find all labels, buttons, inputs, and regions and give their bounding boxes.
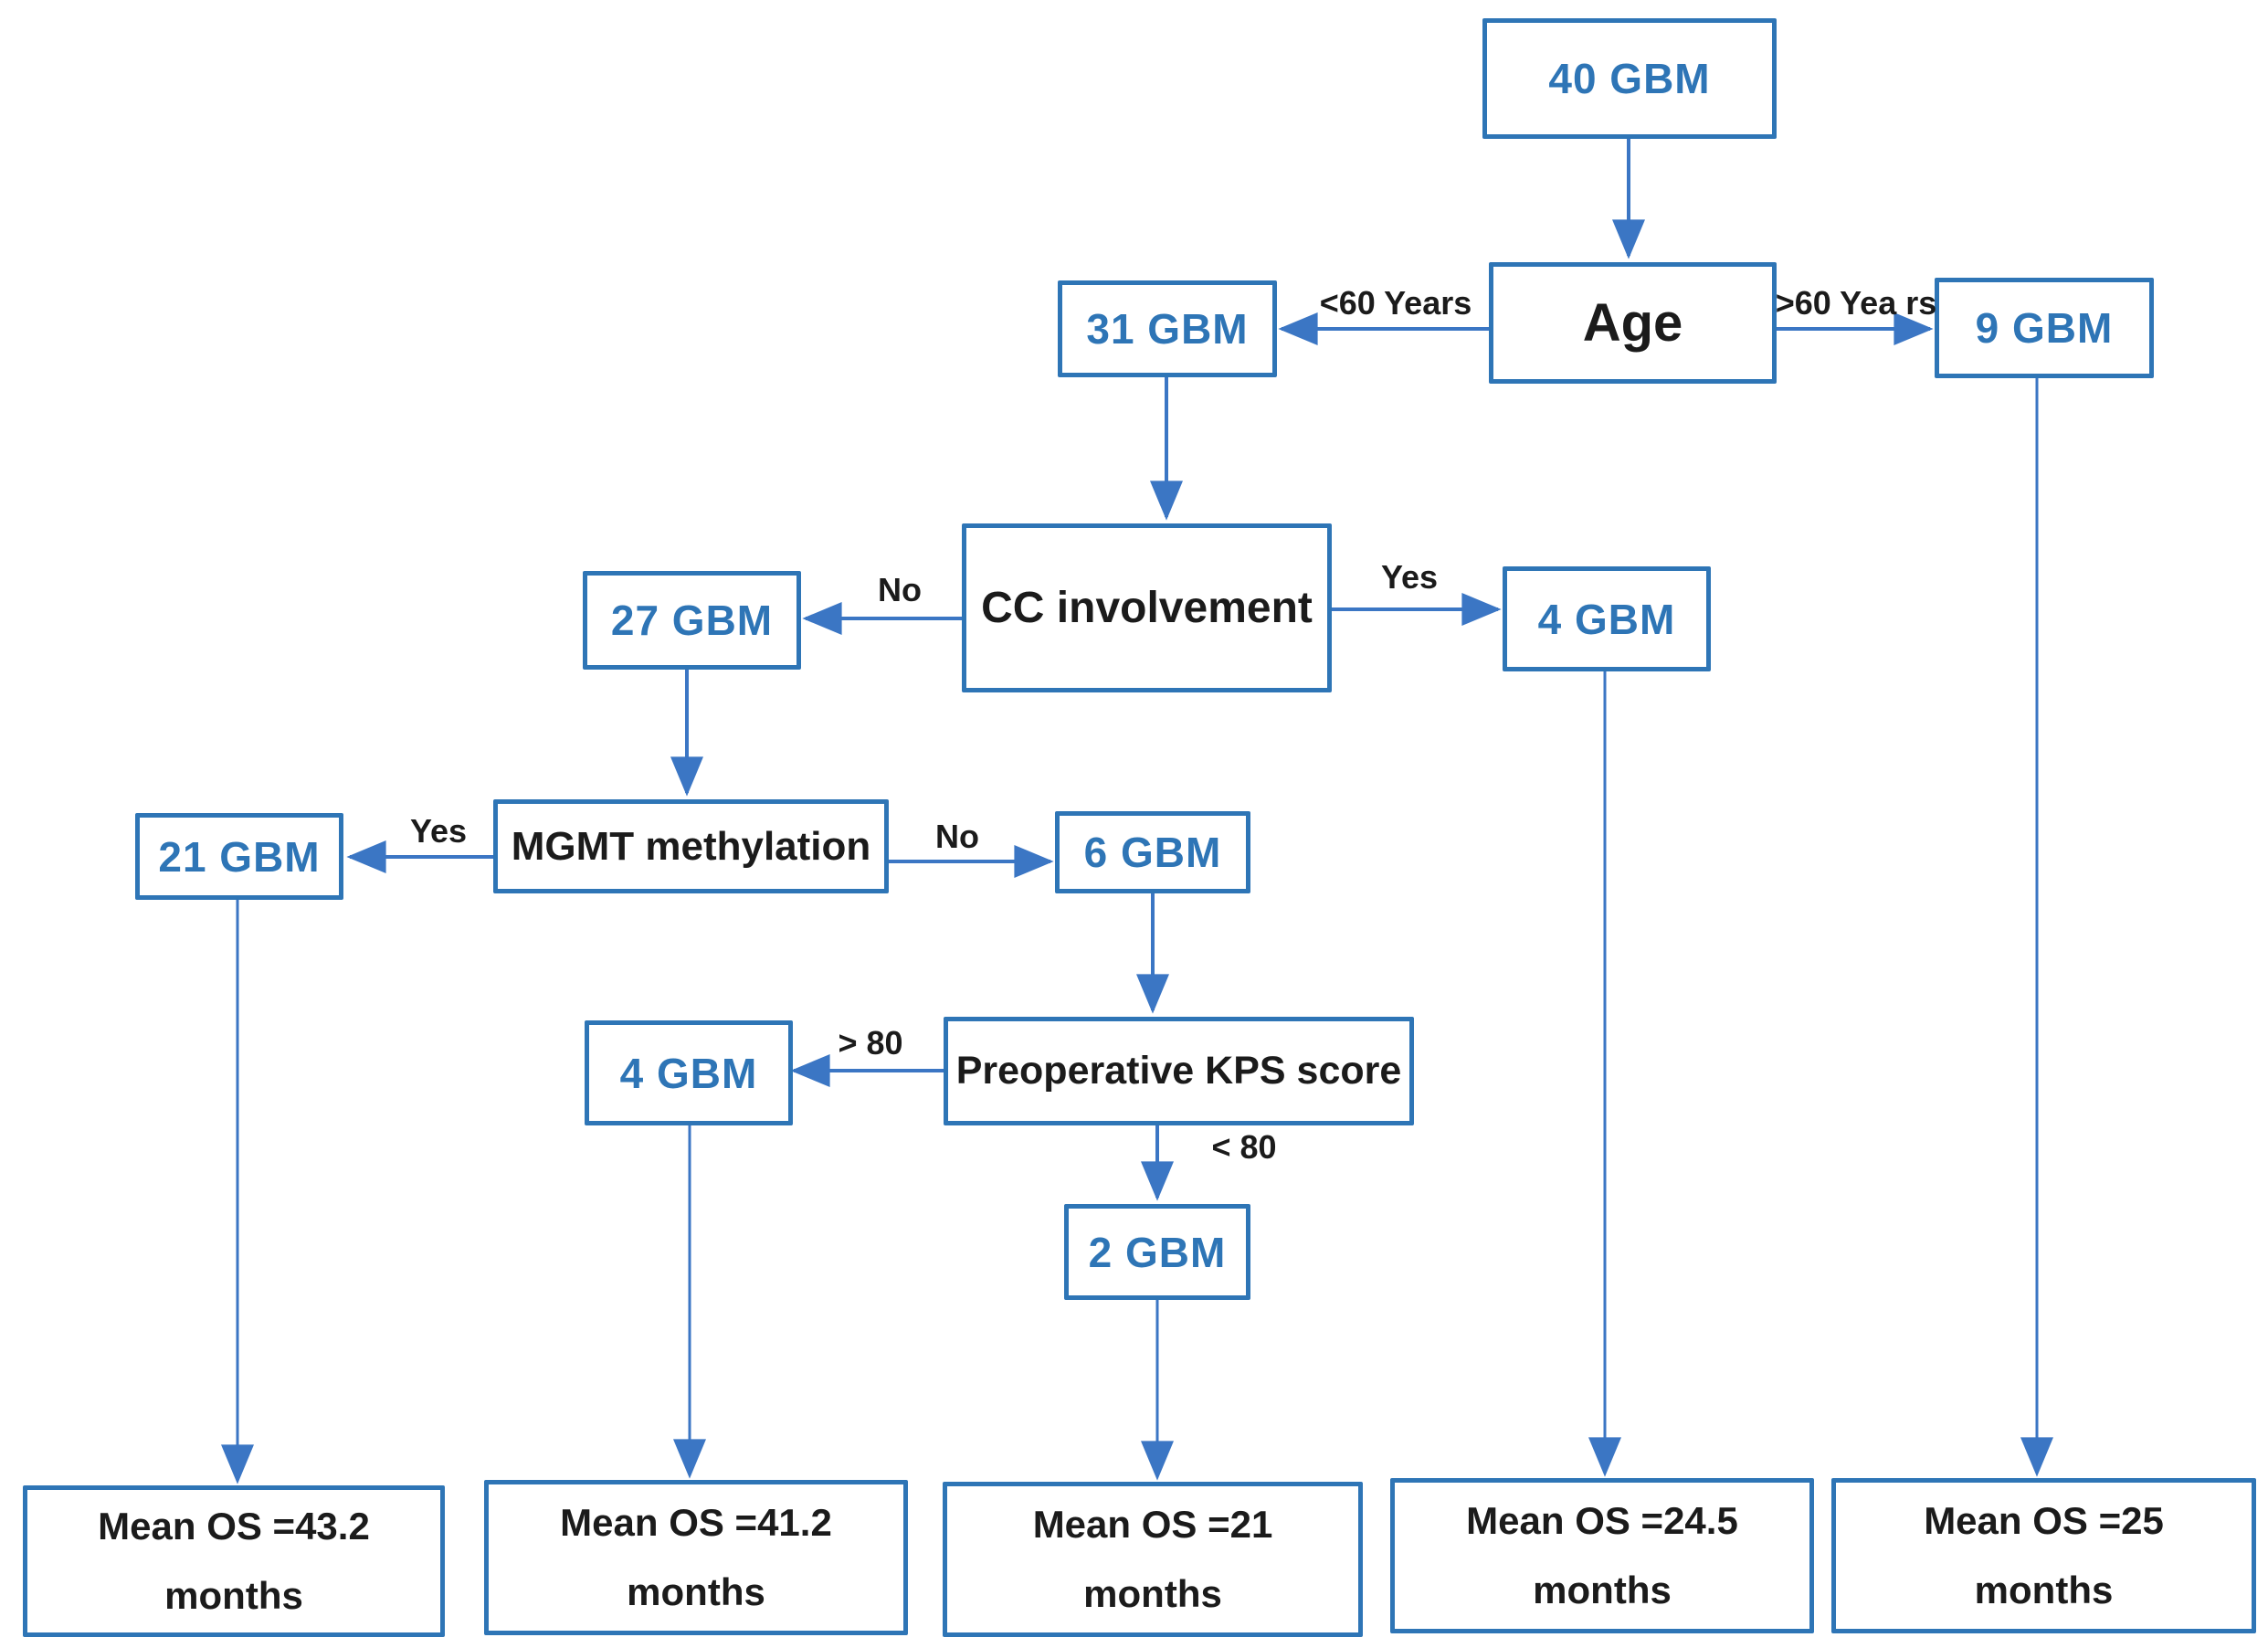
node-40-gbm-label: 40 GBM (1548, 55, 1711, 102)
edge-label-kps-gt80: > 80 (838, 1024, 903, 1062)
node-4-gbm-kps-gt80: 4 GBM (585, 1020, 793, 1125)
node-27-gbm-label: 27 GBM (610, 597, 774, 644)
mean-os-21-line1: Mean OS =21 (1032, 1503, 1273, 1546)
mean-os-24-5-line1: Mean OS =24.5 (1466, 1499, 1738, 1542)
edge-label-mgmt-no: No (935, 818, 979, 855)
node-age-label: Age (1582, 293, 1683, 353)
node-31-gbm-label: 31 GBM (1086, 305, 1249, 353)
edge-label-cc-no: No (878, 571, 922, 608)
mean-os-41-2-line2: months (627, 1570, 765, 1613)
node-6-gbm: 6 GBM (1055, 811, 1250, 893)
node-4-gbm-kps-gt80-label: 4 GBM (619, 1049, 758, 1097)
node-age: Age (1489, 262, 1777, 384)
mean-os-25-line1: Mean OS =25 (1924, 1499, 2164, 1542)
node-27-gbm: 27 GBM (583, 571, 801, 670)
node-mgmt-methylation-label: MGMT methylation (511, 823, 871, 869)
mean-os-24-5-line2: months (1533, 1569, 1672, 1611)
node-mean-os-21: Mean OS =21 months (943, 1482, 1363, 1637)
mean-os-43-2-line2: months (164, 1574, 303, 1617)
node-40-gbm: 40 GBM (1482, 18, 1777, 139)
node-9-gbm: 9 GBM (1935, 278, 2154, 378)
edge-label-kps-lt80: < 80 (1211, 1128, 1277, 1166)
node-2-gbm-label: 2 GBM (1088, 1228, 1227, 1276)
node-21-gbm: 21 GBM (135, 813, 343, 900)
node-21-gbm-label: 21 GBM (158, 832, 321, 881)
mean-os-43-2-line1: Mean OS =43.2 (98, 1505, 370, 1548)
node-preoperative-kps-score: Preoperative KPS score (944, 1017, 1414, 1125)
node-mean-os-24-5: Mean OS =24.5 months (1390, 1478, 1814, 1633)
node-cc-involvement: CC involvement (962, 523, 1332, 692)
edge-label-age-lt60: <60 Years (1319, 284, 1472, 322)
node-mgmt-methylation: MGMT methylation (493, 799, 889, 893)
node-31-gbm: 31 GBM (1058, 280, 1277, 377)
node-cc-involvement-label: CC involvement (981, 584, 1313, 632)
edge-label-cc-yes: Yes (1380, 558, 1439, 596)
node-mean-os-43-2: Mean OS =43.2 months (23, 1485, 445, 1637)
node-2-gbm: 2 GBM (1064, 1204, 1250, 1300)
node-mean-os-41-2: Mean OS =41.2 months (484, 1480, 908, 1635)
node-mean-os-25: Mean OS =25 months (1831, 1478, 2256, 1633)
edge-label-age-gt60: >60 Yea rs (1775, 284, 1937, 322)
node-9-gbm-label: 9 GBM (1975, 304, 2114, 352)
edge-label-mgmt-yes: Yes (409, 812, 468, 850)
mean-os-41-2-line1: Mean OS =41.2 (560, 1501, 832, 1544)
mean-os-25-line2: months (1974, 1569, 2114, 1611)
node-6-gbm-label: 6 GBM (1083, 829, 1222, 876)
mean-os-21-line2: months (1083, 1572, 1222, 1615)
node-4-gbm-cc-yes: 4 GBM (1503, 566, 1711, 671)
node-preoperative-kps-score-label: Preoperative KPS score (955, 1049, 1402, 1093)
node-4-gbm-cc-yes-label: 4 GBM (1537, 595, 1676, 643)
